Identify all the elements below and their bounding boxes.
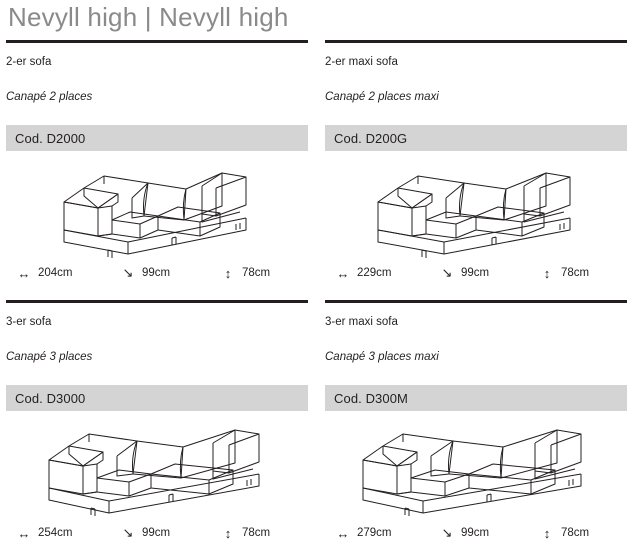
dimension-width: ↔ 254cm (14, 526, 118, 541)
product-card-2er-maxi-sofa: 2-er maxi sofa Canapé 2 places maxi Cod.… (325, 40, 627, 283)
product-name-fr: Canapé 2 places (6, 91, 93, 103)
section-divider (325, 40, 627, 43)
dimension-width: ↔ 279cm (333, 526, 437, 541)
section-divider (6, 300, 308, 303)
dimension-depth: ↘ 99cm (118, 265, 218, 281)
sofa-3-seat-maxi-line-drawing (325, 415, 627, 521)
product-card-2er-sofa: 2-er sofa Canapé 2 places Cod. D2000 (6, 40, 308, 283)
width-arrow-icon: ↔ (17, 525, 31, 541)
dimension-width-value: 254cm (38, 527, 73, 539)
dimension-height-value: 78cm (242, 267, 271, 279)
dimension-row: ↔ 279cm ↘ 99cm ↕ 78cm (325, 523, 627, 543)
product-code-band: Cod. D300M (325, 385, 627, 411)
dimension-height-value: 78cm (561, 267, 590, 279)
height-arrow-icon: ↕ (543, 525, 551, 541)
dimension-width-value: 204cm (38, 267, 73, 279)
dimension-height: ↕ 78cm (218, 266, 298, 281)
sofa-3-seat-line-drawing (6, 415, 308, 521)
dimension-width: ↔ 229cm (333, 266, 437, 281)
dimension-row: ↔ 204cm ↘ 99cm ↕ 78cm (6, 263, 308, 283)
product-code-band: Cod. D3000 (6, 385, 308, 411)
product-name-de: 2-er sofa (6, 56, 52, 68)
section-divider (325, 300, 627, 303)
dimension-depth-value: 99cm (142, 267, 171, 279)
width-arrow-icon: ↔ (336, 525, 350, 541)
dimension-depth: ↘ 99cm (118, 525, 218, 541)
height-arrow-icon: ↕ (224, 525, 232, 541)
sofa-2-seat-line-drawing (6, 155, 308, 261)
height-arrow-icon: ↕ (543, 265, 551, 281)
sofa-2-seat-maxi-line-drawing (325, 155, 627, 261)
dimension-depth-value: 99cm (142, 527, 171, 539)
product-name-fr: Canapé 3 places maxi (325, 351, 439, 363)
dimension-row: ↔ 254cm ↘ 99cm ↕ 78cm (6, 523, 308, 543)
depth-arrow-icon: ↘ (441, 265, 453, 280)
dimension-height-value: 78cm (561, 527, 590, 539)
product-name-de: 3-er sofa (6, 316, 52, 328)
dimension-width: ↔ 204cm (14, 266, 118, 281)
depth-arrow-icon: ↘ (122, 265, 134, 280)
section-divider (6, 40, 308, 43)
width-arrow-icon: ↔ (336, 265, 350, 281)
dimension-height: ↕ 78cm (218, 526, 298, 541)
product-code: Cod. D300M (334, 390, 408, 406)
product-code: Cod. D200G (334, 130, 408, 146)
product-card-3er-maxi-sofa: 3-er maxi sofa Canapé 3 places maxi Cod.… (325, 300, 627, 543)
dimension-depth: ↘ 99cm (437, 525, 537, 541)
page-title: Nevyll high | Nevyll high (8, 2, 289, 32)
dimension-depth-value: 99cm (461, 267, 490, 279)
product-name-fr: Canapé 2 places maxi (325, 91, 439, 103)
product-name-fr: Canapé 3 places (6, 351, 93, 363)
product-code-band: Cod. D2000 (6, 125, 308, 151)
height-arrow-icon: ↕ (224, 265, 232, 281)
product-code: Cod. D3000 (15, 390, 86, 406)
depth-arrow-icon: ↘ (122, 525, 134, 540)
dimension-height: ↕ 78cm (537, 526, 617, 541)
product-code-band: Cod. D200G (325, 125, 627, 151)
dimension-depth-value: 99cm (461, 527, 490, 539)
dimension-height: ↕ 78cm (537, 266, 617, 281)
product-card-3er-sofa: 3-er sofa Canapé 3 places Cod. D3000 (6, 300, 308, 543)
dimension-width-value: 229cm (357, 267, 392, 279)
dimension-width-value: 279cm (357, 527, 392, 539)
dimension-height-value: 78cm (242, 527, 271, 539)
dimension-row: ↔ 229cm ↘ 99cm ↕ 78cm (325, 263, 627, 283)
product-name-de: 3-er maxi sofa (325, 316, 398, 328)
depth-arrow-icon: ↘ (441, 525, 453, 540)
product-code: Cod. D2000 (15, 130, 86, 146)
dimension-depth: ↘ 99cm (437, 265, 537, 281)
product-name-de: 2-er maxi sofa (325, 56, 398, 68)
width-arrow-icon: ↔ (17, 265, 31, 281)
